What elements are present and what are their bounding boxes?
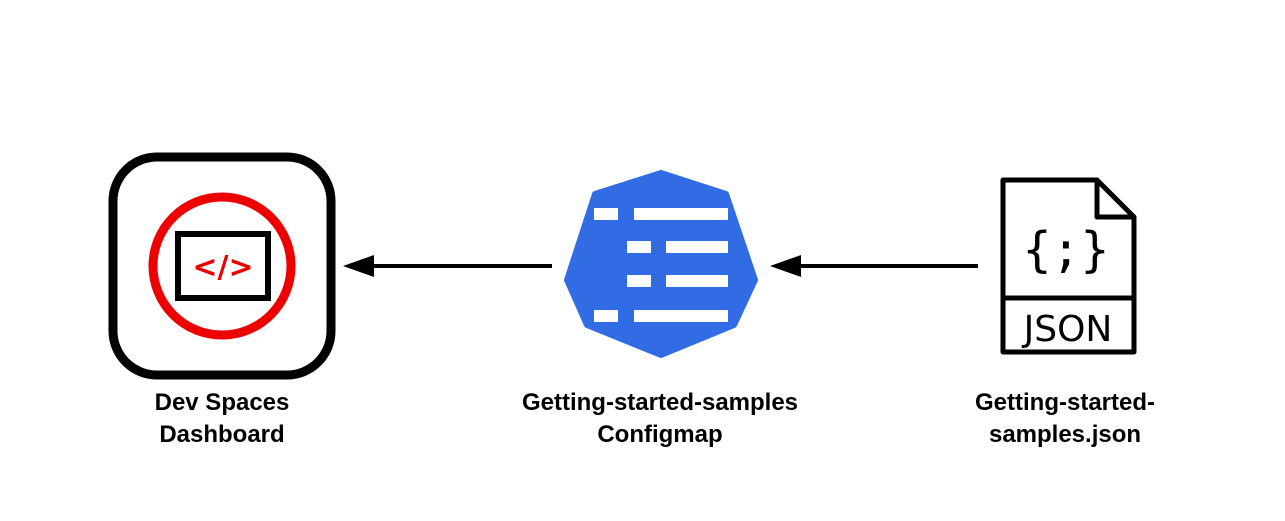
arrow-configmap-to-dashboard: [343, 255, 552, 277]
dashboard-label-line1: Dev Spaces: [154, 389, 290, 416]
arrow-json-to-configmap: [770, 255, 978, 277]
code-screen-icon: [175, 231, 271, 301]
file-outline: [1000, 177, 1137, 355]
file-fold-corner: [1094, 180, 1134, 220]
json-file-label-line2: samples.json: [988, 421, 1142, 448]
configmap-label-line1: Getting-started-samples: [521, 389, 799, 416]
config-line-key-1: [594, 208, 618, 220]
json-file-icon: {;} JSON: [1000, 177, 1137, 355]
config-line-key-2: [627, 241, 651, 253]
code-glyph: </>: [192, 250, 253, 285]
file-type-label: JSON: [1022, 309, 1113, 350]
json-file-label-line1: Getting-started-: [975, 389, 1155, 416]
arrowhead: [343, 255, 374, 277]
configmap-label: Getting-started-samples Configmap: [470, 387, 850, 451]
dashboard-label-line2: Dashboard: [159, 421, 285, 448]
config-line-value-1: [634, 208, 728, 220]
arrowhead: [770, 255, 801, 277]
dashboard-label: Dev Spaces Dashboard: [122, 387, 322, 451]
braces-glyph: {;}: [1023, 222, 1110, 278]
configmap-heptagon: [564, 170, 758, 358]
configmap-label-line2: Configmap: [597, 421, 723, 448]
config-line-key-3: [627, 275, 651, 287]
dashboard-icon: </>: [108, 152, 336, 380]
config-line-value-2: [666, 241, 728, 253]
config-line-value-4: [634, 310, 728, 322]
config-line-key-4: [594, 310, 618, 322]
configmap-icon: [564, 170, 758, 358]
config-line-value-3: [666, 275, 728, 287]
json-file-label: Getting-started- samples.json: [930, 387, 1200, 451]
